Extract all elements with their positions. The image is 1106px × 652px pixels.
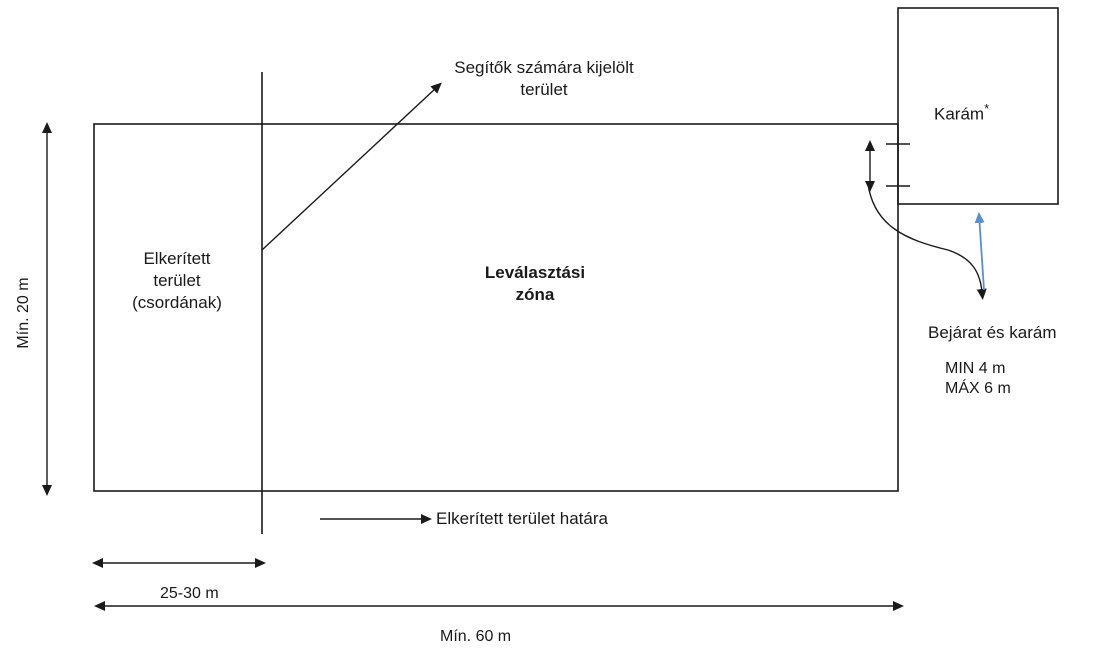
entrance-max: MÁX 6 m (945, 380, 1011, 397)
fenced-area-line2: terület (153, 271, 201, 290)
main-field-rect (93, 123, 899, 492)
pen-label: Karám* (934, 98, 989, 126)
helper-area-label: Segítők számára kijelölt terület (410, 57, 678, 101)
entrance-curve-arrow (867, 183, 987, 300)
fenced-area-line1: Elkerített (143, 249, 211, 268)
pen-box (897, 7, 1059, 205)
pen-label-text: Karám (934, 104, 985, 124)
separation-zone-label: Leválasztási zóna (455, 262, 615, 306)
fenced-width-label: 25-30 m (160, 585, 219, 602)
pen-asterisk: * (984, 101, 990, 116)
helper-area-arrow (261, 82, 442, 251)
total-length-label: Mín. 60 m (440, 628, 512, 645)
pen-pointer-arrow (974, 212, 985, 291)
fenced-boundary-label: Elkerített terület határa (436, 509, 608, 528)
separation-zone-line2: zóna (515, 285, 555, 304)
fenced-area-line3: (csordának) (132, 293, 222, 312)
min-height-label: Mín. 20 m (15, 277, 32, 349)
separation-zone-line1: Leválasztási (484, 263, 586, 282)
fenced-area-label: Elkerített terület (csordának) (104, 248, 250, 314)
entrance-min: MIN 4 m (945, 360, 1006, 377)
entrance-label: Bejárat és karám (928, 323, 1057, 342)
helper-area-line2: terület (520, 80, 568, 99)
helper-area-line1: Segítők számára kijelölt (454, 58, 634, 77)
entrance-range-label: MIN 4 m MÁX 6 m (945, 359, 1011, 399)
